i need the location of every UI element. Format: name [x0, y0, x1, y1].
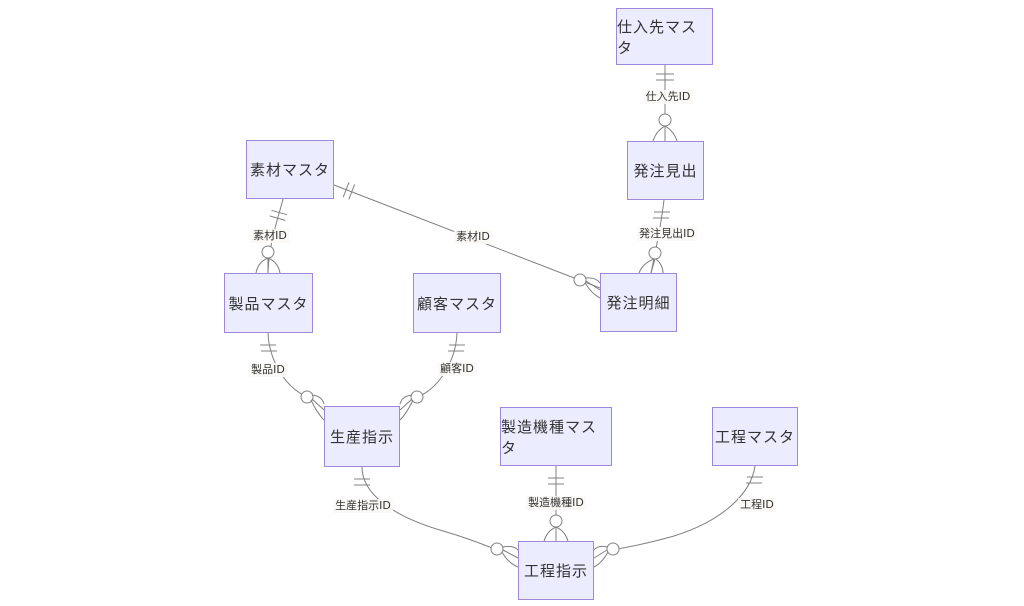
entity-order-detail: 発注明細 — [600, 273, 677, 332]
relationship-order-header-order-detail — [638, 199, 670, 274]
cardinality-zero-marker — [648, 246, 662, 260]
relationship-label-machine-model-id: 製造機種ID — [526, 496, 586, 510]
entity-label: 発注明細 — [606, 294, 671, 312]
entity-label: 工程マスタ — [714, 428, 795, 446]
cardinality-many-marker — [638, 258, 664, 274]
relationship-label-material-id-left: 素材ID — [251, 229, 289, 243]
cardinality-zero-marker — [573, 273, 587, 287]
relationship-label-production-id: 生産指示ID — [333, 499, 393, 513]
relationship-process-master-process-order — [593, 465, 763, 568]
cardinality-many-marker — [310, 394, 325, 421]
relationship-customer-production — [399, 332, 465, 421]
cardinality-many-marker — [399, 394, 414, 421]
cardinality-zero-marker — [549, 514, 563, 528]
cardinality-many-marker — [543, 526, 569, 542]
cardinality-one-marker — [269, 215, 286, 221]
relationship-label-process-id: 工程ID — [738, 498, 776, 512]
entity-label: 製品マスタ — [228, 294, 309, 313]
entity-production-order: 生産指示 — [324, 406, 400, 467]
entity-process-order: 工程指示 — [518, 541, 594, 600]
relationship-line — [616, 465, 756, 550]
relationship-production-process-order — [354, 466, 519, 568]
cardinality-zero-marker — [606, 542, 620, 556]
cardinality-zero-marker — [300, 390, 314, 404]
cardinality-one-marker — [271, 209, 288, 216]
entity-customer-master: 顧客マスタ — [413, 273, 501, 333]
entity-label: 生産指示 — [329, 428, 394, 446]
entity-label: 仕入先マスタ — [617, 17, 698, 57]
relationship-label-material-id-diag: 素材ID — [454, 230, 492, 244]
cardinality-zero-marker — [261, 245, 275, 259]
relationship-label-product-id: 製品ID — [249, 363, 287, 377]
cardinality-many-marker — [652, 125, 678, 142]
entity-order-header: 発注見出 — [627, 141, 704, 200]
entity-product-master: 製品マスタ — [224, 273, 313, 333]
cardinality-many-marker — [584, 277, 601, 299]
cardinality-many-marker — [255, 257, 281, 274]
cardinality-many-marker — [501, 545, 519, 568]
entity-label: 発注見出 — [633, 162, 698, 180]
entity-label: 工程指示 — [523, 562, 588, 580]
entity-label: 顧客マスタ — [416, 294, 497, 313]
relationship-line — [361, 466, 496, 550]
relationship-label-order-header-id: 発注見出ID — [637, 227, 697, 241]
entity-label: 製造機種マスタ — [501, 417, 598, 457]
cardinality-many-marker — [593, 545, 609, 568]
entity-machine-model-master: 製造機種マスタ — [500, 407, 612, 466]
relationship-material-product — [255, 198, 288, 274]
entity-supplier-master: 仕入先マスタ — [616, 8, 713, 65]
cardinality-zero-marker — [490, 542, 504, 556]
cardinality-zero-marker — [410, 390, 424, 404]
entity-process-master: 工程マスタ — [712, 407, 798, 466]
relationship-label-customer-id: 顧客ID — [438, 362, 476, 376]
entity-material-master: 素材マスタ — [246, 140, 334, 199]
cardinality-one-marker — [342, 182, 350, 198]
cardinality-zero-marker — [658, 113, 672, 127]
cardinality-one-marker — [348, 184, 356, 200]
relationship-label-supplier-id: 仕入先ID — [643, 90, 693, 104]
entity-label: 素材マスタ — [249, 161, 330, 179]
